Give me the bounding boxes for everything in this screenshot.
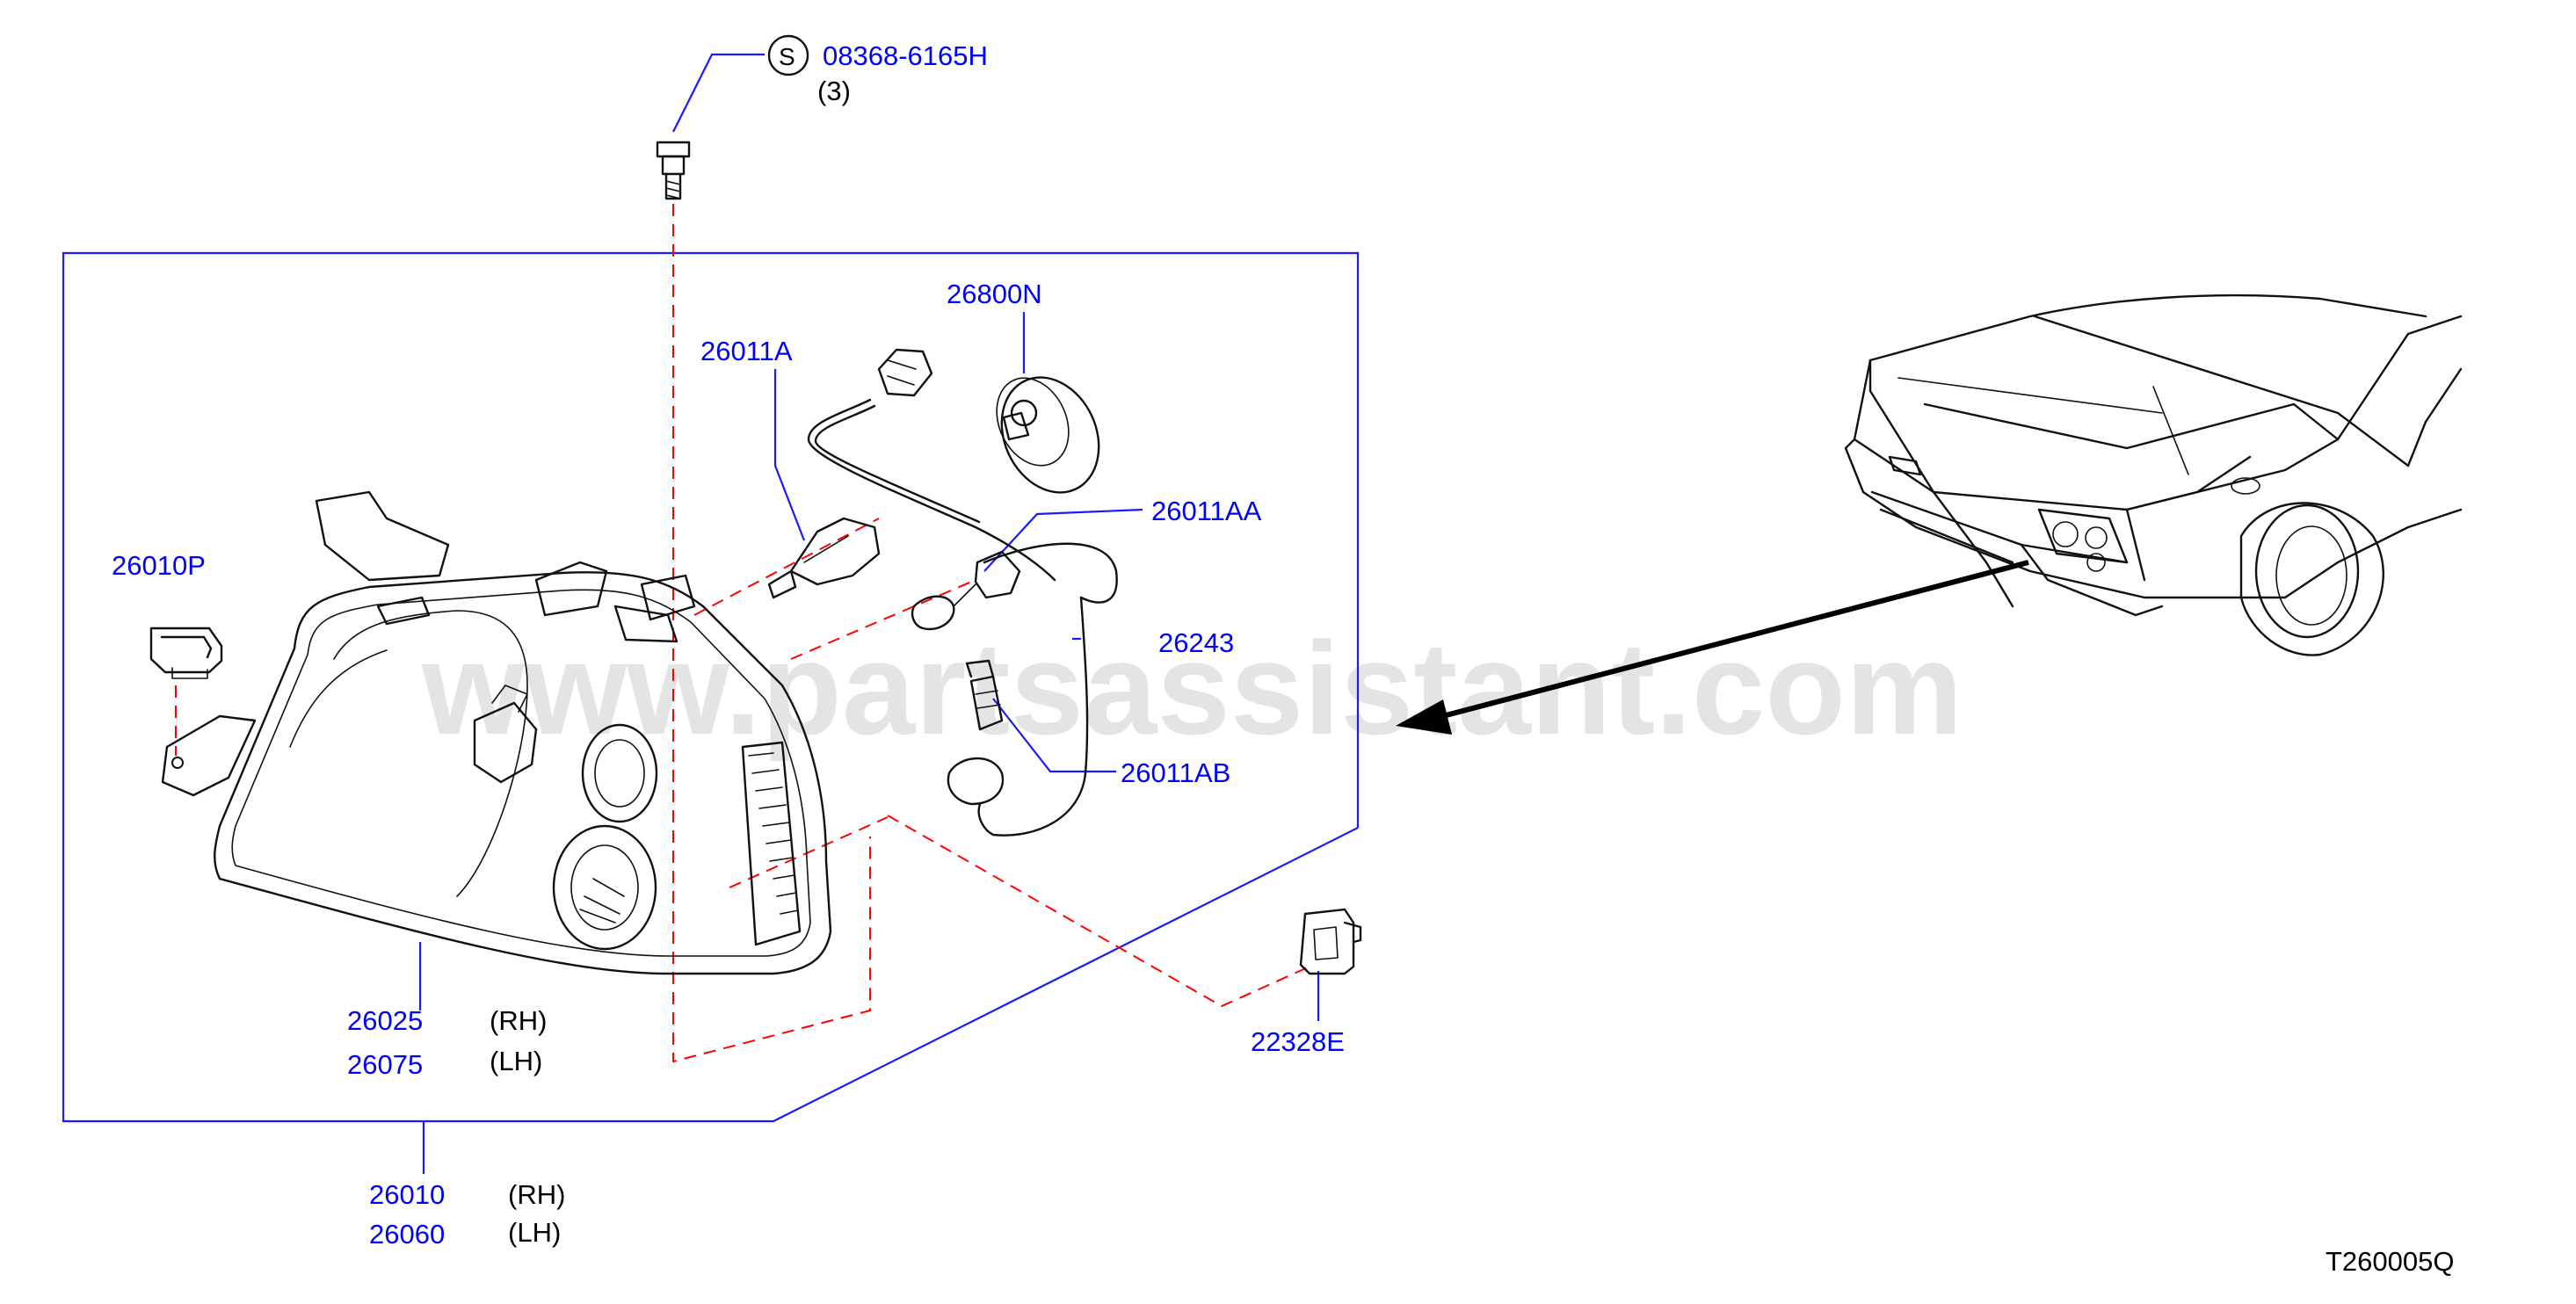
wiring-harness-icon: [807, 348, 1118, 837]
part-number-bulb-cap: 26800N: [947, 279, 1042, 309]
screw-icon: [656, 141, 691, 200]
bulb-cap-icon: [996, 376, 1100, 494]
part-number-main-bulb: 26011A: [700, 336, 793, 366]
side-bulb-icon: [965, 659, 1004, 731]
clip-icon: [149, 627, 223, 679]
part-number-screw: 08368-6165H: [823, 40, 988, 71]
part-number-position-bulb: 26011AA: [1151, 496, 1262, 526]
arrow-icon: [1396, 560, 2029, 735]
part-number-housing-lh: 26075: [347, 1049, 423, 1080]
part-number-clip: 26010P: [112, 550, 206, 581]
socket-icon: [1299, 908, 1362, 975]
assembly-frame: [62, 251, 1360, 1123]
part-number-housing-rh: 26025: [347, 1005, 423, 1036]
part-side-housing-lh: (LH): [490, 1046, 542, 1076]
part-number-socket: 22328E: [1251, 1026, 1345, 1057]
part-number-assembly-rh: 26010: [369, 1179, 445, 1210]
part-side-housing-rh: (RH): [490, 1005, 547, 1036]
part-number-harness: 26243: [1158, 627, 1234, 658]
part-number-assembly-lh: 26060: [369, 1219, 445, 1250]
vehicle-icon: [1844, 293, 2463, 656]
watermark-text: www.partsassistant.com: [421, 614, 1963, 762]
part-side-assembly-lh: (LH): [508, 1217, 561, 1248]
diagram-code: T260005Q: [2326, 1246, 2455, 1277]
standard-part-symbol: S: [767, 34, 809, 76]
headlamp-housing-icon: [161, 490, 832, 975]
svg-text:S: S: [779, 43, 795, 70]
part-number-side-bulb: 26011AB: [1121, 757, 1230, 788]
headlamp-bulb-icon: [767, 517, 881, 599]
part-qty-screw: (3): [817, 76, 851, 106]
part-side-assembly-rh: (RH): [508, 1179, 565, 1210]
